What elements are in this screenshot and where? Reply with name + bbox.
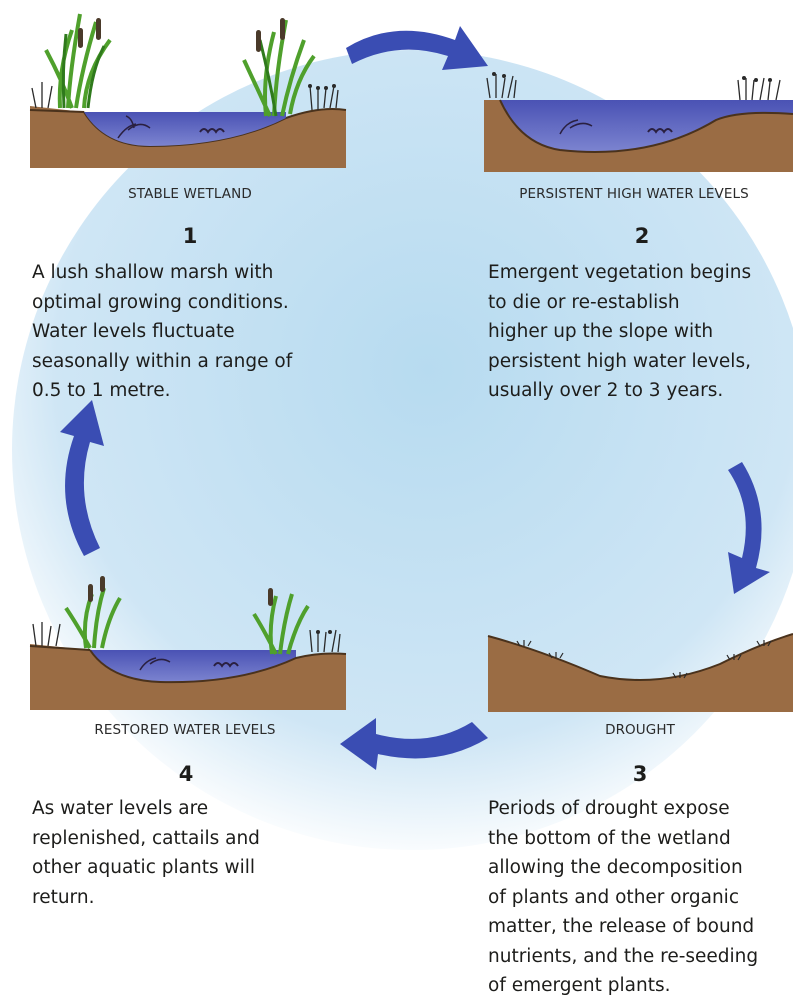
stage2-line: to die or re-establish (488, 288, 751, 318)
stage3-number: 3 (620, 762, 660, 786)
stage1-line: seasonally within a range of (32, 347, 292, 377)
stage4-number: 4 (166, 762, 206, 786)
stage1-caption: STABLE WETLAND (90, 186, 290, 202)
stage1-line: Water levels fluctuate (32, 317, 292, 347)
stage2-number: 2 (622, 224, 662, 248)
stage3-line: the bottom of the wetland (488, 824, 758, 854)
stage2-caption: PERSISTENT HIGH WATER LEVELS (484, 186, 784, 202)
stage1-line: A lush shallow marsh with (32, 258, 292, 288)
stage4-line: return. (32, 883, 260, 913)
stage3-line: allowing the decomposition (488, 853, 758, 883)
stage3-caption: DROUGHT (560, 722, 720, 738)
stage3-line: matter, the release of bound (488, 912, 758, 942)
stage1-line: 0.5 to 1 metre. (32, 376, 292, 406)
stage2-description: Emergent vegetation begins to die or re-… (488, 258, 751, 406)
stage1-description: A lush shallow marsh with optimal growin… (32, 258, 292, 406)
stage3-line: of emergent plants. (488, 971, 758, 1001)
stage4-caption: RESTORED WATER LEVELS (60, 722, 310, 738)
stage2-line: usually over 2 to 3 years. (488, 376, 751, 406)
stage1-line: optimal growing conditions. (32, 288, 292, 318)
stage3-line: nutrients, and the re-seeding (488, 942, 758, 972)
stage4-line: other aquatic plants will (32, 853, 260, 883)
stage4-line: As water levels are (32, 794, 260, 824)
stage2-line: higher up the slope with (488, 317, 751, 347)
stage1-number: 1 (170, 224, 210, 248)
stage3-description: Periods of drought expose the bottom of … (488, 794, 758, 1001)
stage2-line: persistent high water levels, (488, 347, 751, 377)
stage4-line: replenished, cattails and (32, 824, 260, 854)
stage2-line: Emergent vegetation begins (488, 258, 751, 288)
stage3-line: of plants and other organic (488, 883, 758, 913)
stage4-description: As water levels are replenished, cattail… (32, 794, 260, 912)
stage3-line: Periods of drought expose (488, 794, 758, 824)
